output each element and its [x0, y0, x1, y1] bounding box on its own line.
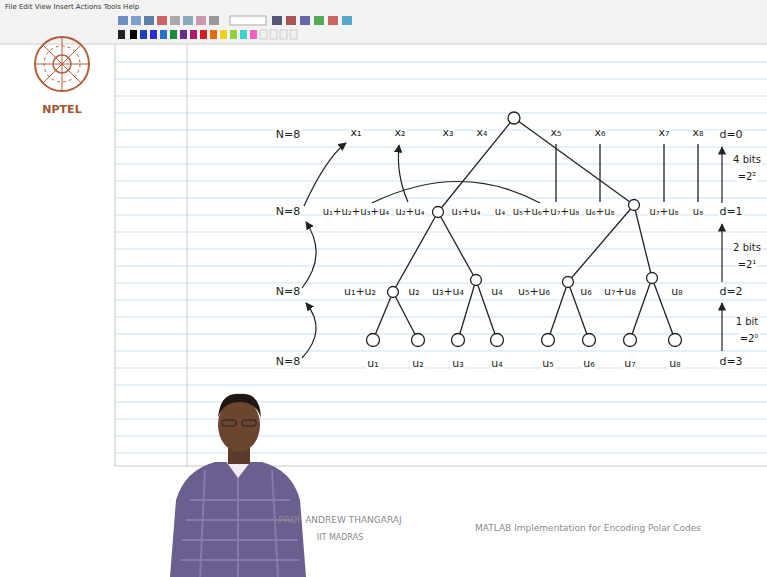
partial-sum: u₅+u₆+u₇+u₈ — [512, 206, 581, 218]
depth-label: d=0 — [718, 128, 743, 141]
codeword-bit: x₇ — [658, 126, 671, 139]
tree-circles — [367, 112, 682, 347]
lecture-title: MATLAB Implementation for Encoding Polar… — [474, 523, 702, 534]
partial-sum: u₃+u₄ — [431, 285, 465, 298]
toolbar-border — [0, 44, 767, 45]
partial-sum: u₄ — [494, 206, 506, 218]
block-length: N=8 — [275, 205, 301, 218]
partial-sum: u₆+u₈ — [584, 206, 615, 218]
message-bit: u₅ — [541, 357, 554, 370]
depth-label: d=1 — [718, 205, 743, 218]
institute-name: IIT MADRAS — [316, 533, 364, 543]
depth-label: d=2 — [718, 285, 743, 298]
tree-lines — [373, 118, 698, 340]
partial-sum: u₁+u₂ — [343, 285, 377, 298]
partial-sum: u₄ — [490, 285, 503, 298]
message-bit: u₃ — [451, 357, 464, 370]
bit-count: =2⁰ — [739, 333, 760, 345]
codeword-bit: x₃ — [442, 126, 455, 139]
bit-count: 4 bits — [732, 154, 762, 166]
depth-label: d=3 — [718, 355, 743, 368]
message-bit: u₄ — [490, 357, 503, 370]
block-length: N=8 — [275, 128, 301, 141]
margin-line — [187, 45, 188, 466]
ruled-lines — [115, 62, 767, 453]
partial-sum: u₅+u₆ — [517, 285, 551, 298]
partial-sum: u₂+u₄ — [394, 206, 425, 218]
message-bit: u₈ — [668, 357, 681, 370]
presenter — [170, 394, 306, 577]
codeword-bit: x₁ — [350, 126, 363, 139]
menu-bar: File Edit View Insert Actions Tools Help — [4, 3, 140, 11]
logo-text: NPTEL — [41, 103, 82, 116]
message-bit: u₇ — [623, 357, 636, 370]
partial-sum: u₃+u₄ — [450, 206, 481, 218]
partial-sum: u₂ — [407, 285, 420, 298]
partial-sum: u₆ — [579, 285, 592, 298]
codeword-bit: x₄ — [476, 126, 489, 139]
message-bit: u₂ — [411, 357, 424, 370]
codeword-bit: x₈ — [692, 126, 705, 139]
message-bit: u₁ — [366, 357, 379, 370]
bit-count: =2¹ — [737, 259, 758, 271]
partial-sum: u₈ — [692, 206, 704, 218]
message-bit: u₆ — [582, 357, 595, 370]
codeword-bit: x₅ — [550, 126, 563, 139]
annotation-arrows — [302, 143, 722, 358]
block-length: N=8 — [275, 285, 301, 298]
color-palette — [118, 30, 297, 39]
partial-sum: u₇+u₈ — [648, 206, 679, 218]
bit-count: 2 bits — [732, 242, 762, 254]
bit-count: =2² — [737, 171, 758, 183]
bit-count: 1 bit — [735, 316, 760, 328]
codeword-bit: x₆ — [594, 126, 607, 139]
nptel-logo — [35, 37, 89, 91]
partial-sum: u₁+u₂+u₃+u₄ — [322, 206, 391, 218]
codeword-bit: x₂ — [394, 126, 407, 139]
presenter-name: PROF ANDREW THANGARAJ — [277, 515, 402, 526]
toolbar-icons — [118, 16, 352, 25]
toolbar — [0, 0, 767, 44]
block-length: N=8 — [275, 355, 301, 368]
partial-sum: u₇+u₈ — [603, 285, 637, 298]
partial-sum: u₈ — [670, 285, 683, 298]
page-edge — [115, 45, 116, 466]
